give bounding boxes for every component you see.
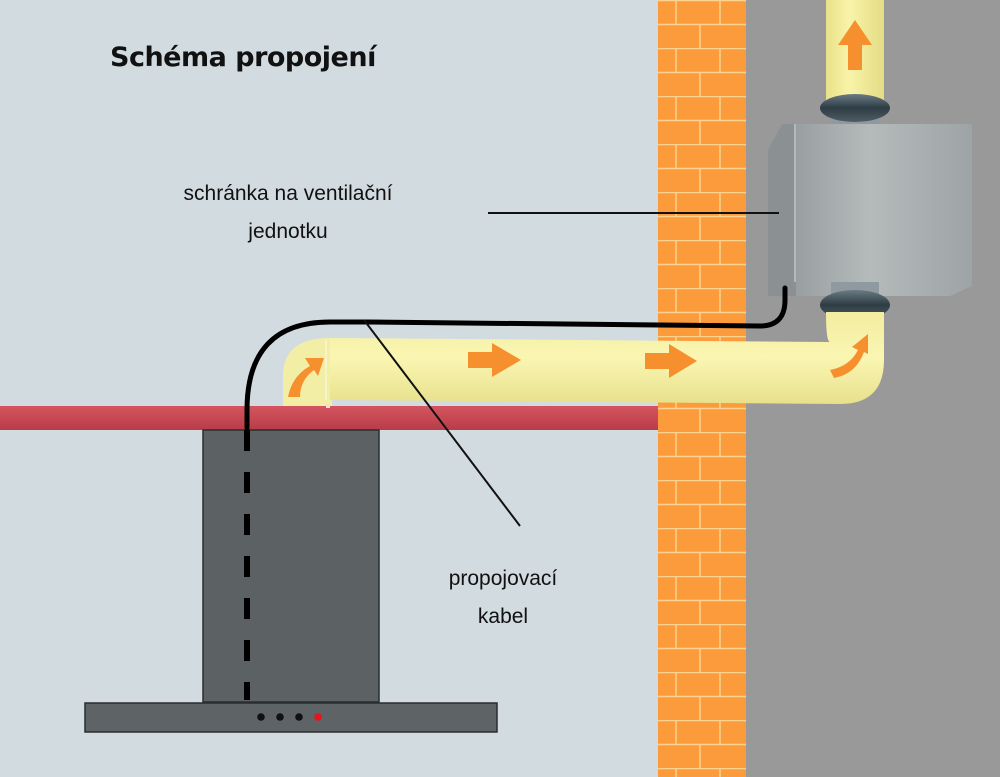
label-unit-box-line2: jednotku [248,220,328,243]
diagram-title: Schéma propojení [110,42,376,73]
label-cable-line2: kabel [477,605,529,628]
duct-horizontal [330,312,884,404]
arrow-up-icon [838,20,872,70]
label-unit-box-line1: schránka na ventilační [183,182,393,205]
indicator-light [276,713,284,721]
cooker-hood-canopy [84,702,498,733]
label-cable: propojovací kabel [418,560,588,636]
seal-ring-top [820,94,890,122]
hood-control-panel [257,713,322,721]
ventilation-unit-box [768,124,972,296]
indicator-light-active [314,713,322,721]
airflow-arrows [288,20,872,397]
cooker-hood-chimney [202,429,380,703]
leader-line-cable [363,319,521,527]
unit-box-side [768,124,796,296]
arrow-curved-icon [830,334,868,378]
indicator-light [257,713,265,721]
arrow-right-icon [468,343,521,377]
indicator-light [295,713,303,721]
label-cable-line1: propojovací [448,567,558,590]
label-unit-box: schránka na ventilační jednotku [118,175,458,251]
arrow-right-icon [645,344,697,378]
ceiling-beam [0,406,658,430]
arrow-curved-icon [288,358,324,397]
connecting-cable [244,285,788,431]
